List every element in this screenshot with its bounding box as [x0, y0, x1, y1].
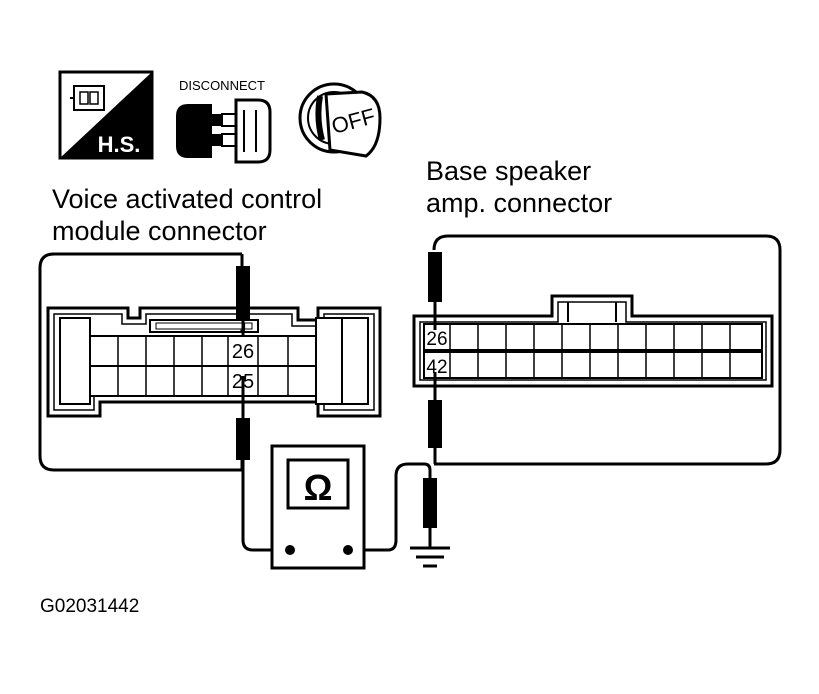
right-bottom-probe — [428, 372, 442, 464]
right-connector: 26 42 — [412, 294, 774, 388]
meter-terminal-left — [285, 545, 295, 555]
harness-side-icon: H.S. — [58, 70, 154, 160]
figure-id: G02031442 — [40, 596, 140, 617]
harness-side-label: H.S. — [98, 132, 141, 157]
ground-icon — [410, 546, 450, 568]
left-connector-title-line2: module connector — [52, 216, 267, 246]
meter-terminal-right — [343, 545, 353, 555]
right-pin-bottom: 42 — [426, 357, 447, 378]
left-connector: J 26 25 — [46, 306, 382, 418]
ohmmeter: Ω — [270, 444, 366, 570]
left-pin-top: 26 — [232, 341, 254, 363]
ohm-symbol: Ω — [304, 467, 333, 508]
right-connector-title-line2: amp. connector — [426, 188, 613, 218]
ground-probe — [423, 478, 437, 548]
meter-lead-right — [348, 462, 432, 552]
disconnect-icon: DISCONNECT — [176, 78, 272, 164]
right-connector-title-line1: Base speaker — [426, 156, 592, 186]
right-top-probe — [428, 252, 442, 330]
disconnect-label: DISCONNECT — [179, 78, 265, 93]
meter-lead-left — [241, 460, 290, 552]
left-bottom-probe — [236, 376, 250, 460]
left-connector-title-line1: Voice activated control — [52, 184, 323, 214]
ignition-off-icon: OFF — [298, 82, 382, 158]
right-harness-outline — [432, 234, 782, 466]
left-top-probe — [236, 266, 250, 336]
right-pin-top: 26 — [426, 329, 447, 350]
